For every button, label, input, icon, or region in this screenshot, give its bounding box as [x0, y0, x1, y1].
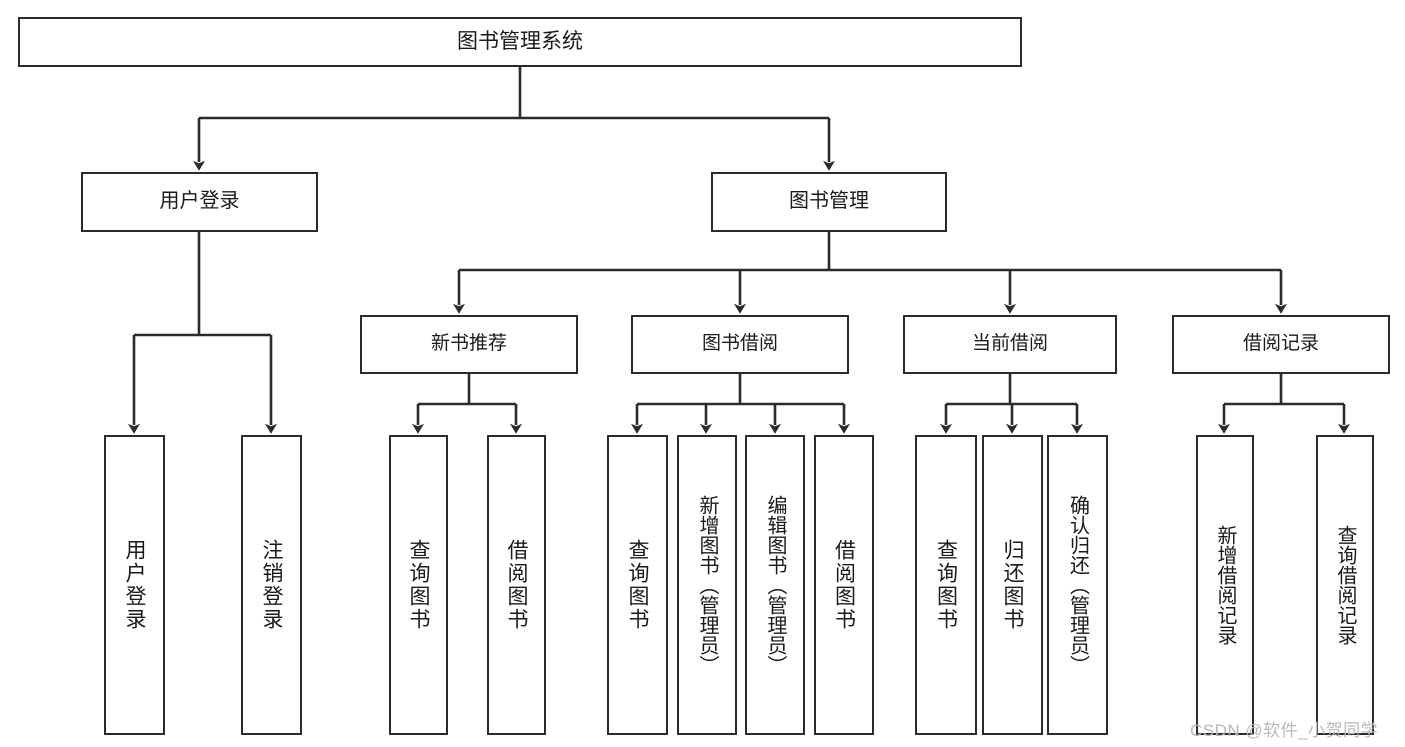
node-book-borrow-label: 图书借阅 [701, 333, 778, 355]
leaf-user-login-signin-label: 用户登录 [123, 539, 146, 631]
leaf-book-borrow-add[interactable]: 新增图书（管理员） [677, 435, 737, 735]
leaf-current-borrow-confirm-return-label: 确认归还（管理员） [1066, 495, 1089, 675]
leaf-book-borrow-query-label: 查询图书 [626, 539, 649, 631]
leaf-current-borrow-confirm-return[interactable]: 确认归还（管理员） [1047, 435, 1108, 735]
leaf-book-borrow-edit[interactable]: 编辑图书（管理员） [745, 435, 805, 735]
leaf-borrow-record-query-label: 查询借阅记录 [1334, 525, 1356, 645]
leaf-book-borrow-borrow-label: 借阅图书 [832, 539, 856, 631]
leaf-new-book-borrow-label: 借阅图书 [505, 539, 528, 631]
leaf-new-book-borrow[interactable]: 借阅图书 [487, 435, 546, 735]
leaf-book-borrow-borrow[interactable]: 借阅图书 [814, 435, 874, 735]
node-borrow-record[interactable]: 借阅记录 [1172, 315, 1390, 374]
leaf-book-borrow-add-label: 新增图书（管理员） [696, 495, 718, 675]
leaf-borrow-record-add[interactable]: 新增借阅记录 [1196, 435, 1254, 735]
node-book-management-label: 图书管理 [789, 190, 869, 213]
node-book-borrow[interactable]: 图书借阅 [631, 315, 849, 374]
node-new-book-recommend-label: 新书推荐 [430, 333, 507, 355]
leaf-current-borrow-query[interactable]: 查询图书 [915, 435, 977, 735]
node-current-borrow[interactable]: 当前借阅 [903, 315, 1117, 374]
leaf-user-login-signin[interactable]: 用户登录 [104, 435, 165, 735]
leaf-new-book-query-label: 查询图书 [407, 539, 430, 631]
leaf-current-borrow-query-label: 查询图书 [934, 539, 958, 631]
leaf-borrow-record-query[interactable]: 查询借阅记录 [1316, 435, 1374, 735]
leaf-new-book-query[interactable]: 查询图书 [389, 435, 448, 735]
csdn-watermark: CSDN @软件_小贺同学 [1190, 721, 1379, 740]
node-new-book-recommend[interactable]: 新书推荐 [360, 315, 578, 374]
leaf-user-login-signout[interactable]: 注销登录 [241, 435, 302, 735]
node-current-borrow-label: 当前借阅 [971, 333, 1048, 355]
leaf-current-borrow-return-label: 归还图书 [1001, 539, 1024, 631]
leaf-current-borrow-return[interactable]: 归还图书 [982, 435, 1043, 735]
node-user-login-label: 用户登录 [159, 190, 240, 213]
node-borrow-record-label: 借阅记录 [1242, 333, 1319, 355]
node-root-library-system[interactable]: 图书管理系统 [18, 17, 1022, 67]
leaf-user-login-signout-label: 注销登录 [260, 539, 283, 631]
leaf-book-borrow-query[interactable]: 查询图书 [607, 435, 668, 735]
leaf-book-borrow-edit-label: 编辑图书（管理员） [764, 495, 786, 675]
node-user-login[interactable]: 用户登录 [81, 172, 318, 232]
node-root-label: 图书管理系统 [457, 29, 583, 53]
node-book-management[interactable]: 图书管理 [711, 172, 947, 232]
leaf-borrow-record-add-label: 新增借阅记录 [1214, 525, 1236, 645]
